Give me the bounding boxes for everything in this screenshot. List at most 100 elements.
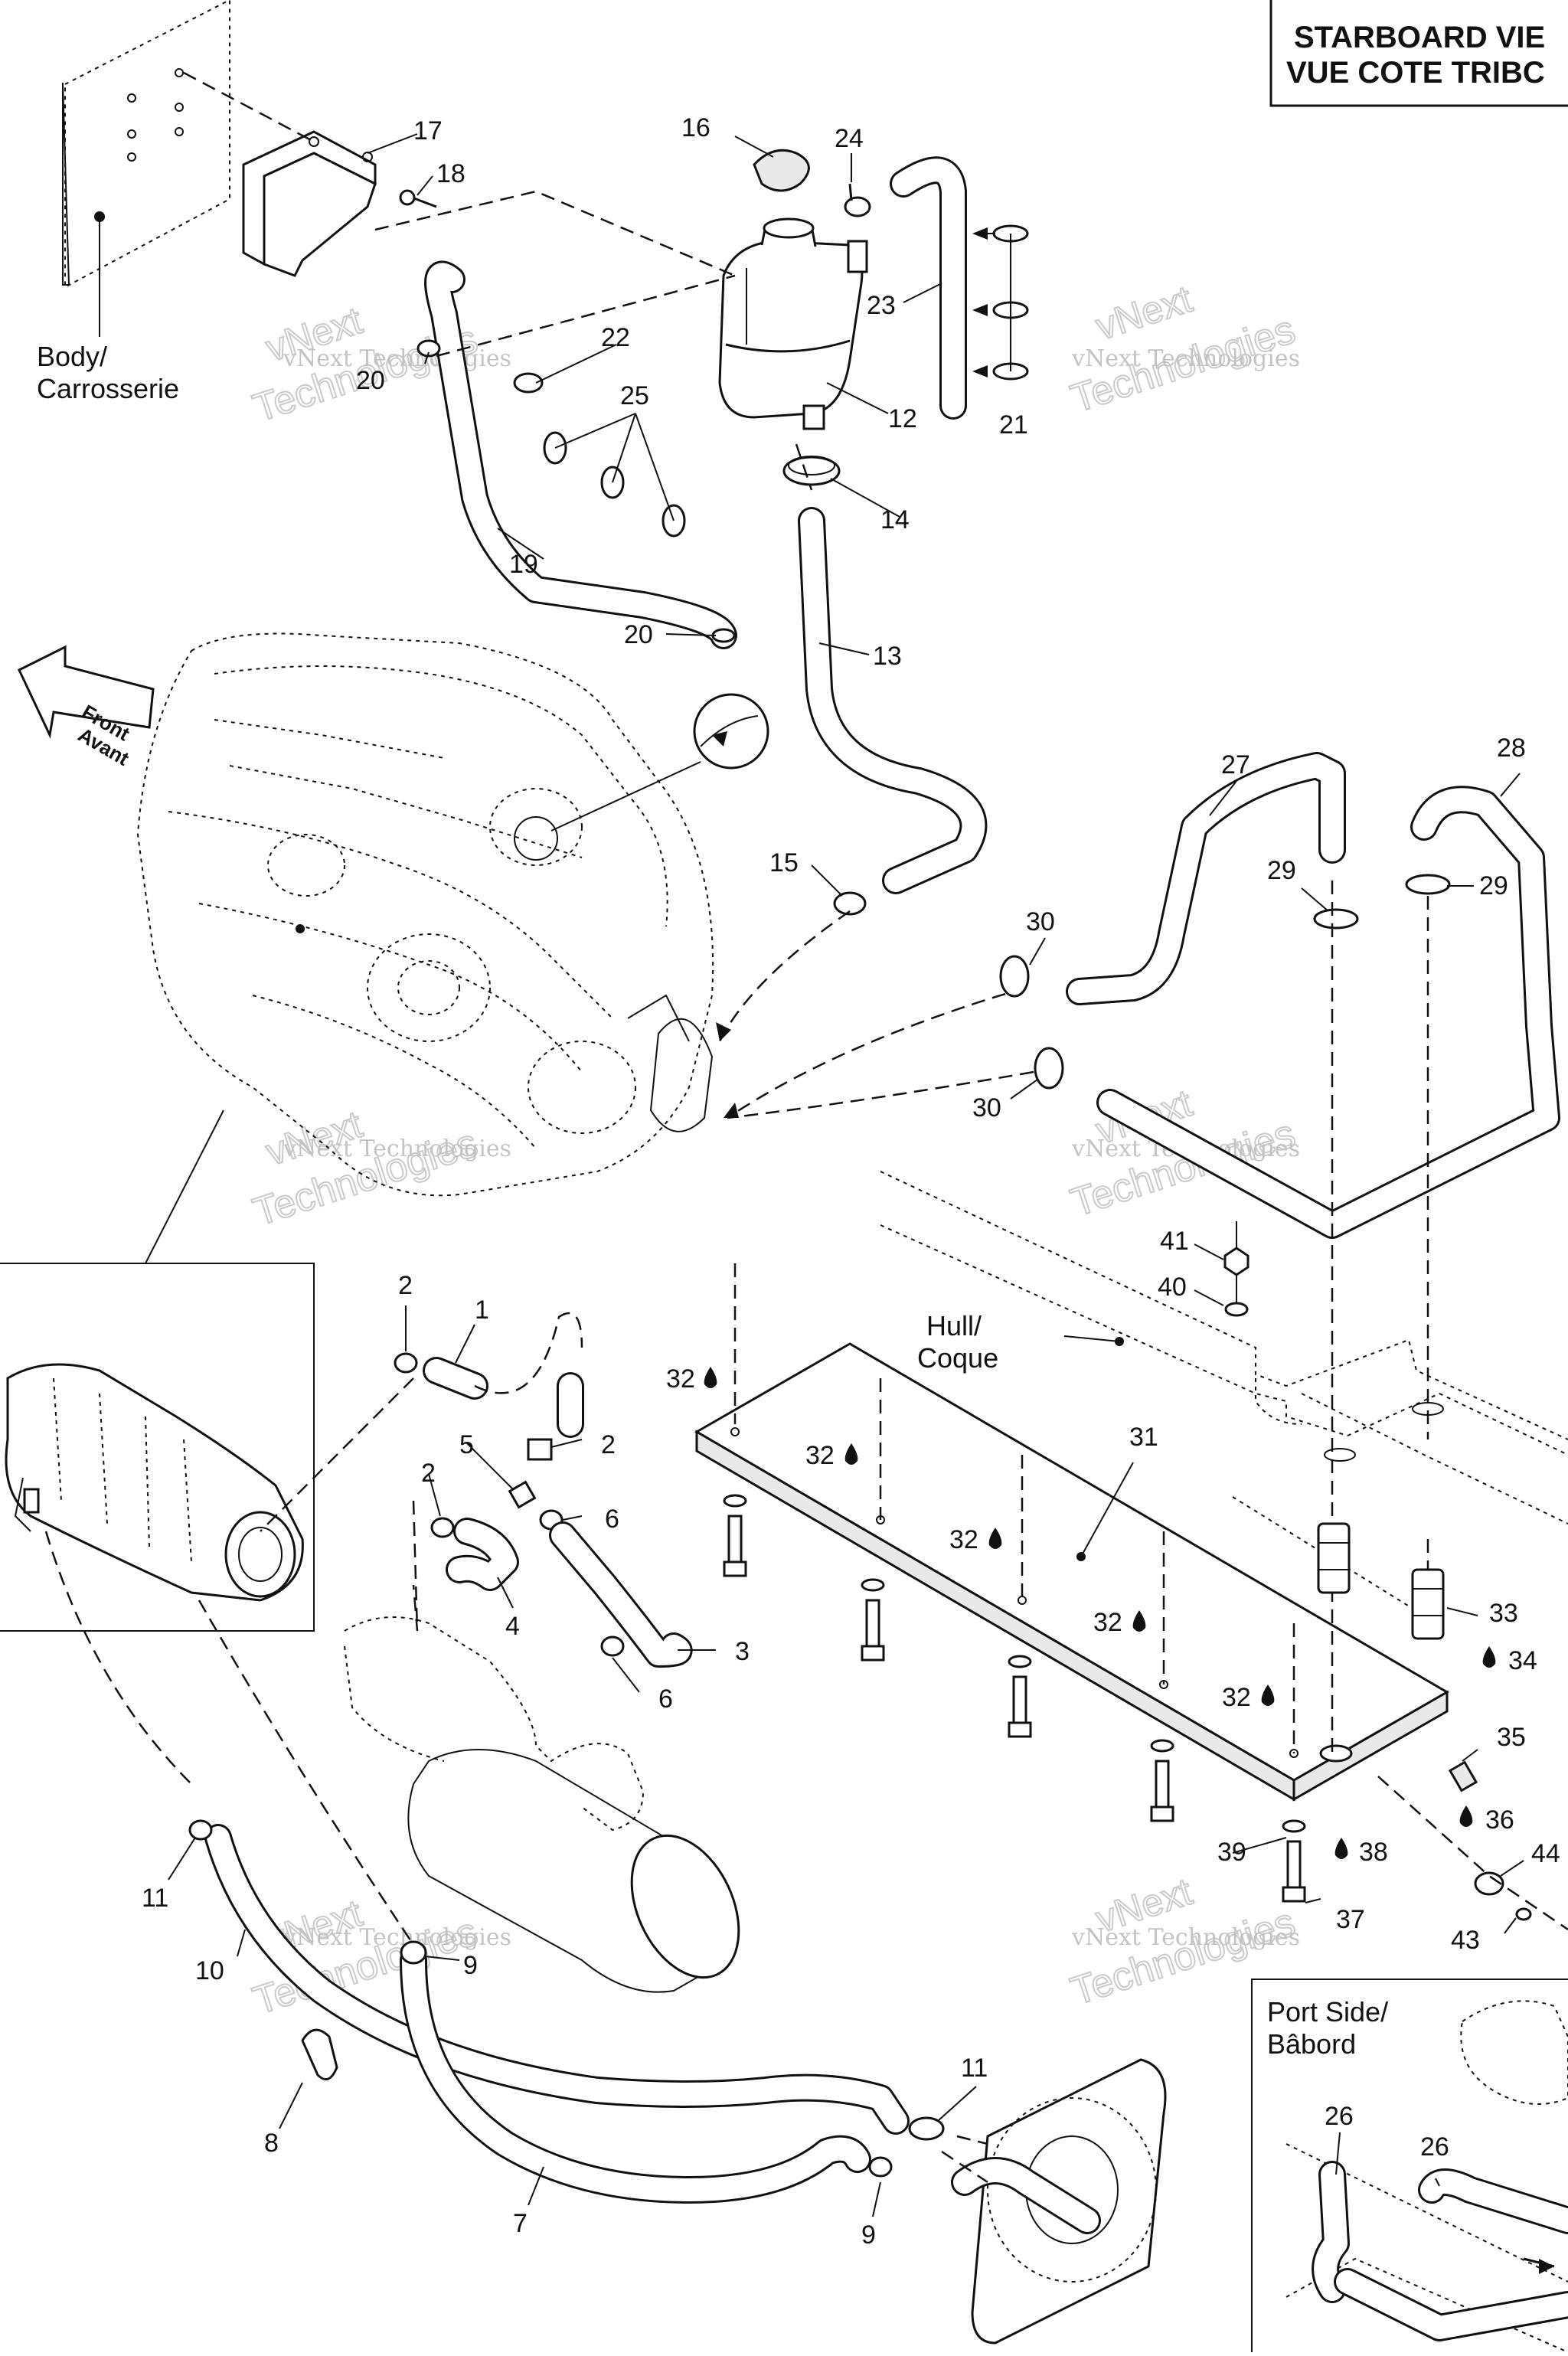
callout-25: 26 — [1325, 2102, 1354, 2131]
jet-pump-housing — [941, 2058, 1167, 2345]
callout-15: 18 — [436, 159, 466, 188]
clamps-8-9-11 — [44, 1531, 945, 2178]
drop-icon — [1261, 1684, 1275, 1706]
callout-2: 2 — [601, 1430, 616, 1459]
hull-label: Hull/ — [926, 1310, 982, 1341]
screw-15 — [399, 189, 437, 208]
body-label-fr: Carrosserie — [37, 373, 179, 404]
watermark-company: vNext Technologies — [283, 1136, 511, 1162]
callout-31: 31 — [1129, 1423, 1158, 1452]
callout-4: 4 — [505, 1612, 520, 1641]
hull-outline: Hull/ Coque — [880, 1171, 1568, 1524]
title-line-1: STARBOARD VIE — [1294, 21, 1545, 54]
callout-3: 3 — [735, 1637, 750, 1666]
body-label: Body/ — [37, 341, 107, 372]
callout-26: 26 — [1420, 2132, 1449, 2162]
small-hoses-1-6 — [260, 1312, 693, 1668]
muffler-exploded — [344, 1616, 740, 1993]
callout-10: 10 — [195, 1956, 224, 1985]
callout-9: 9 — [463, 1951, 478, 1980]
callout-43: 43 — [1451, 1926, 1480, 1955]
callout-38: 38 — [1359, 1838, 1388, 1867]
callouts: 17 18 16 24 23 22 25 12 21 20 19 20 14 1… — [142, 113, 1560, 2250]
title-box: STARBOARD VIE VUE COTE TRIBC — [1269, 0, 1568, 107]
hose-16 — [798, 507, 988, 894]
callout-32: 32 — [1222, 1683, 1251, 1712]
callout-36: 36 — [1485, 1805, 1514, 1835]
bolts-32 — [723, 881, 1429, 1903]
callout-11: 11 — [142, 1884, 168, 1913]
fittings — [1223, 1247, 1568, 1931]
callout-32: 32 — [805, 1441, 835, 1470]
clamps-21-right — [972, 224, 1029, 381]
callout-41: 41 — [1160, 1227, 1189, 1256]
callout-37: 37 — [1336, 1905, 1365, 1934]
front-arrow-icon: Front Avant — [18, 645, 155, 770]
callout-17: 14 — [880, 505, 910, 534]
callout-21: 22 — [601, 323, 630, 352]
exploded-view-frame — [0, 1263, 315, 1632]
cap-13 — [753, 149, 810, 192]
engine-assembly — [136, 632, 1034, 1264]
callout-30: 30 — [1026, 907, 1055, 936]
manifold-exploded — [5, 1363, 304, 1602]
watermark-word-1: vNext — [1091, 277, 1197, 348]
title-line-2: VUE COTE TRIBC — [1286, 56, 1545, 90]
drop-icon — [1132, 1610, 1146, 1632]
watermark-company: vNext Technologies — [283, 1924, 511, 1951]
drop-icon — [1482, 1646, 1496, 1668]
callout-35: 35 — [1497, 1723, 1526, 1752]
hose-22 — [890, 156, 967, 420]
callout-8: 8 — [264, 2129, 279, 2158]
watermark-company: vNext Technologies — [1071, 345, 1300, 372]
callout-23: 24 — [835, 124, 864, 153]
body-panel: Body/ Carrosserie — [37, 0, 230, 404]
clamp-18 — [833, 891, 867, 916]
port-label: Port Side/ — [1267, 1996, 1388, 2028]
callout-2: 2 — [421, 1459, 436, 1488]
port-label-fr: Bâbord — [1267, 2028, 1356, 2060]
callout-2: 2 — [398, 1271, 413, 1300]
callout-19: 19 — [509, 550, 538, 579]
callout-5: 5 — [459, 1430, 474, 1459]
hose-27 — [1066, 752, 1346, 1005]
plate-31 — [694, 1342, 1449, 1802]
callout-9: 9 — [861, 2220, 876, 2250]
drop-icon — [844, 1443, 858, 1465]
callout-33: 33 — [1489, 1599, 1518, 1628]
callout-18: 15 — [769, 848, 799, 877]
callout-30: 30 — [972, 1093, 1001, 1122]
hose-19 — [424, 260, 737, 649]
callout-12: 12 — [888, 404, 917, 433]
callout-29: 29 — [1479, 871, 1508, 900]
leader-lines — [168, 133, 1524, 2217]
callout-13: 16 — [681, 113, 710, 142]
port-side-inset: Port Side/ Bâbord — [1251, 1979, 1568, 2353]
hose-10 — [204, 1824, 910, 2135]
callout-44: 44 — [1531, 1839, 1560, 1868]
callout-40: 40 — [1158, 1273, 1187, 1302]
callout-16: 13 — [873, 642, 902, 671]
drop-icon — [988, 1528, 1002, 1549]
callout-32: 32 — [949, 1525, 978, 1554]
callout-21: 21 — [999, 410, 1028, 440]
hose-7 — [400, 1946, 871, 2204]
callout-24: 25 — [620, 381, 649, 410]
callout-32: 32 — [666, 1364, 695, 1394]
callout-28: 28 — [1497, 734, 1526, 763]
callout-29: 29 — [1267, 856, 1296, 885]
callout-14: 17 — [413, 116, 443, 145]
callout-11: 11 — [961, 2054, 988, 2083]
callout-32: 32 — [1093, 1608, 1122, 1637]
clamp-17 — [782, 456, 841, 486]
callout-27: 27 — [1221, 750, 1250, 779]
clamp-23 — [844, 183, 871, 217]
callout-1: 1 — [475, 1296, 489, 1325]
callout-22: 23 — [867, 291, 896, 320]
drop-icon — [1459, 1805, 1473, 1827]
bracket-14 — [183, 71, 377, 277]
watermark-company: vNext Technologies — [1071, 1924, 1300, 1951]
callout-6: 6 — [658, 1684, 673, 1714]
